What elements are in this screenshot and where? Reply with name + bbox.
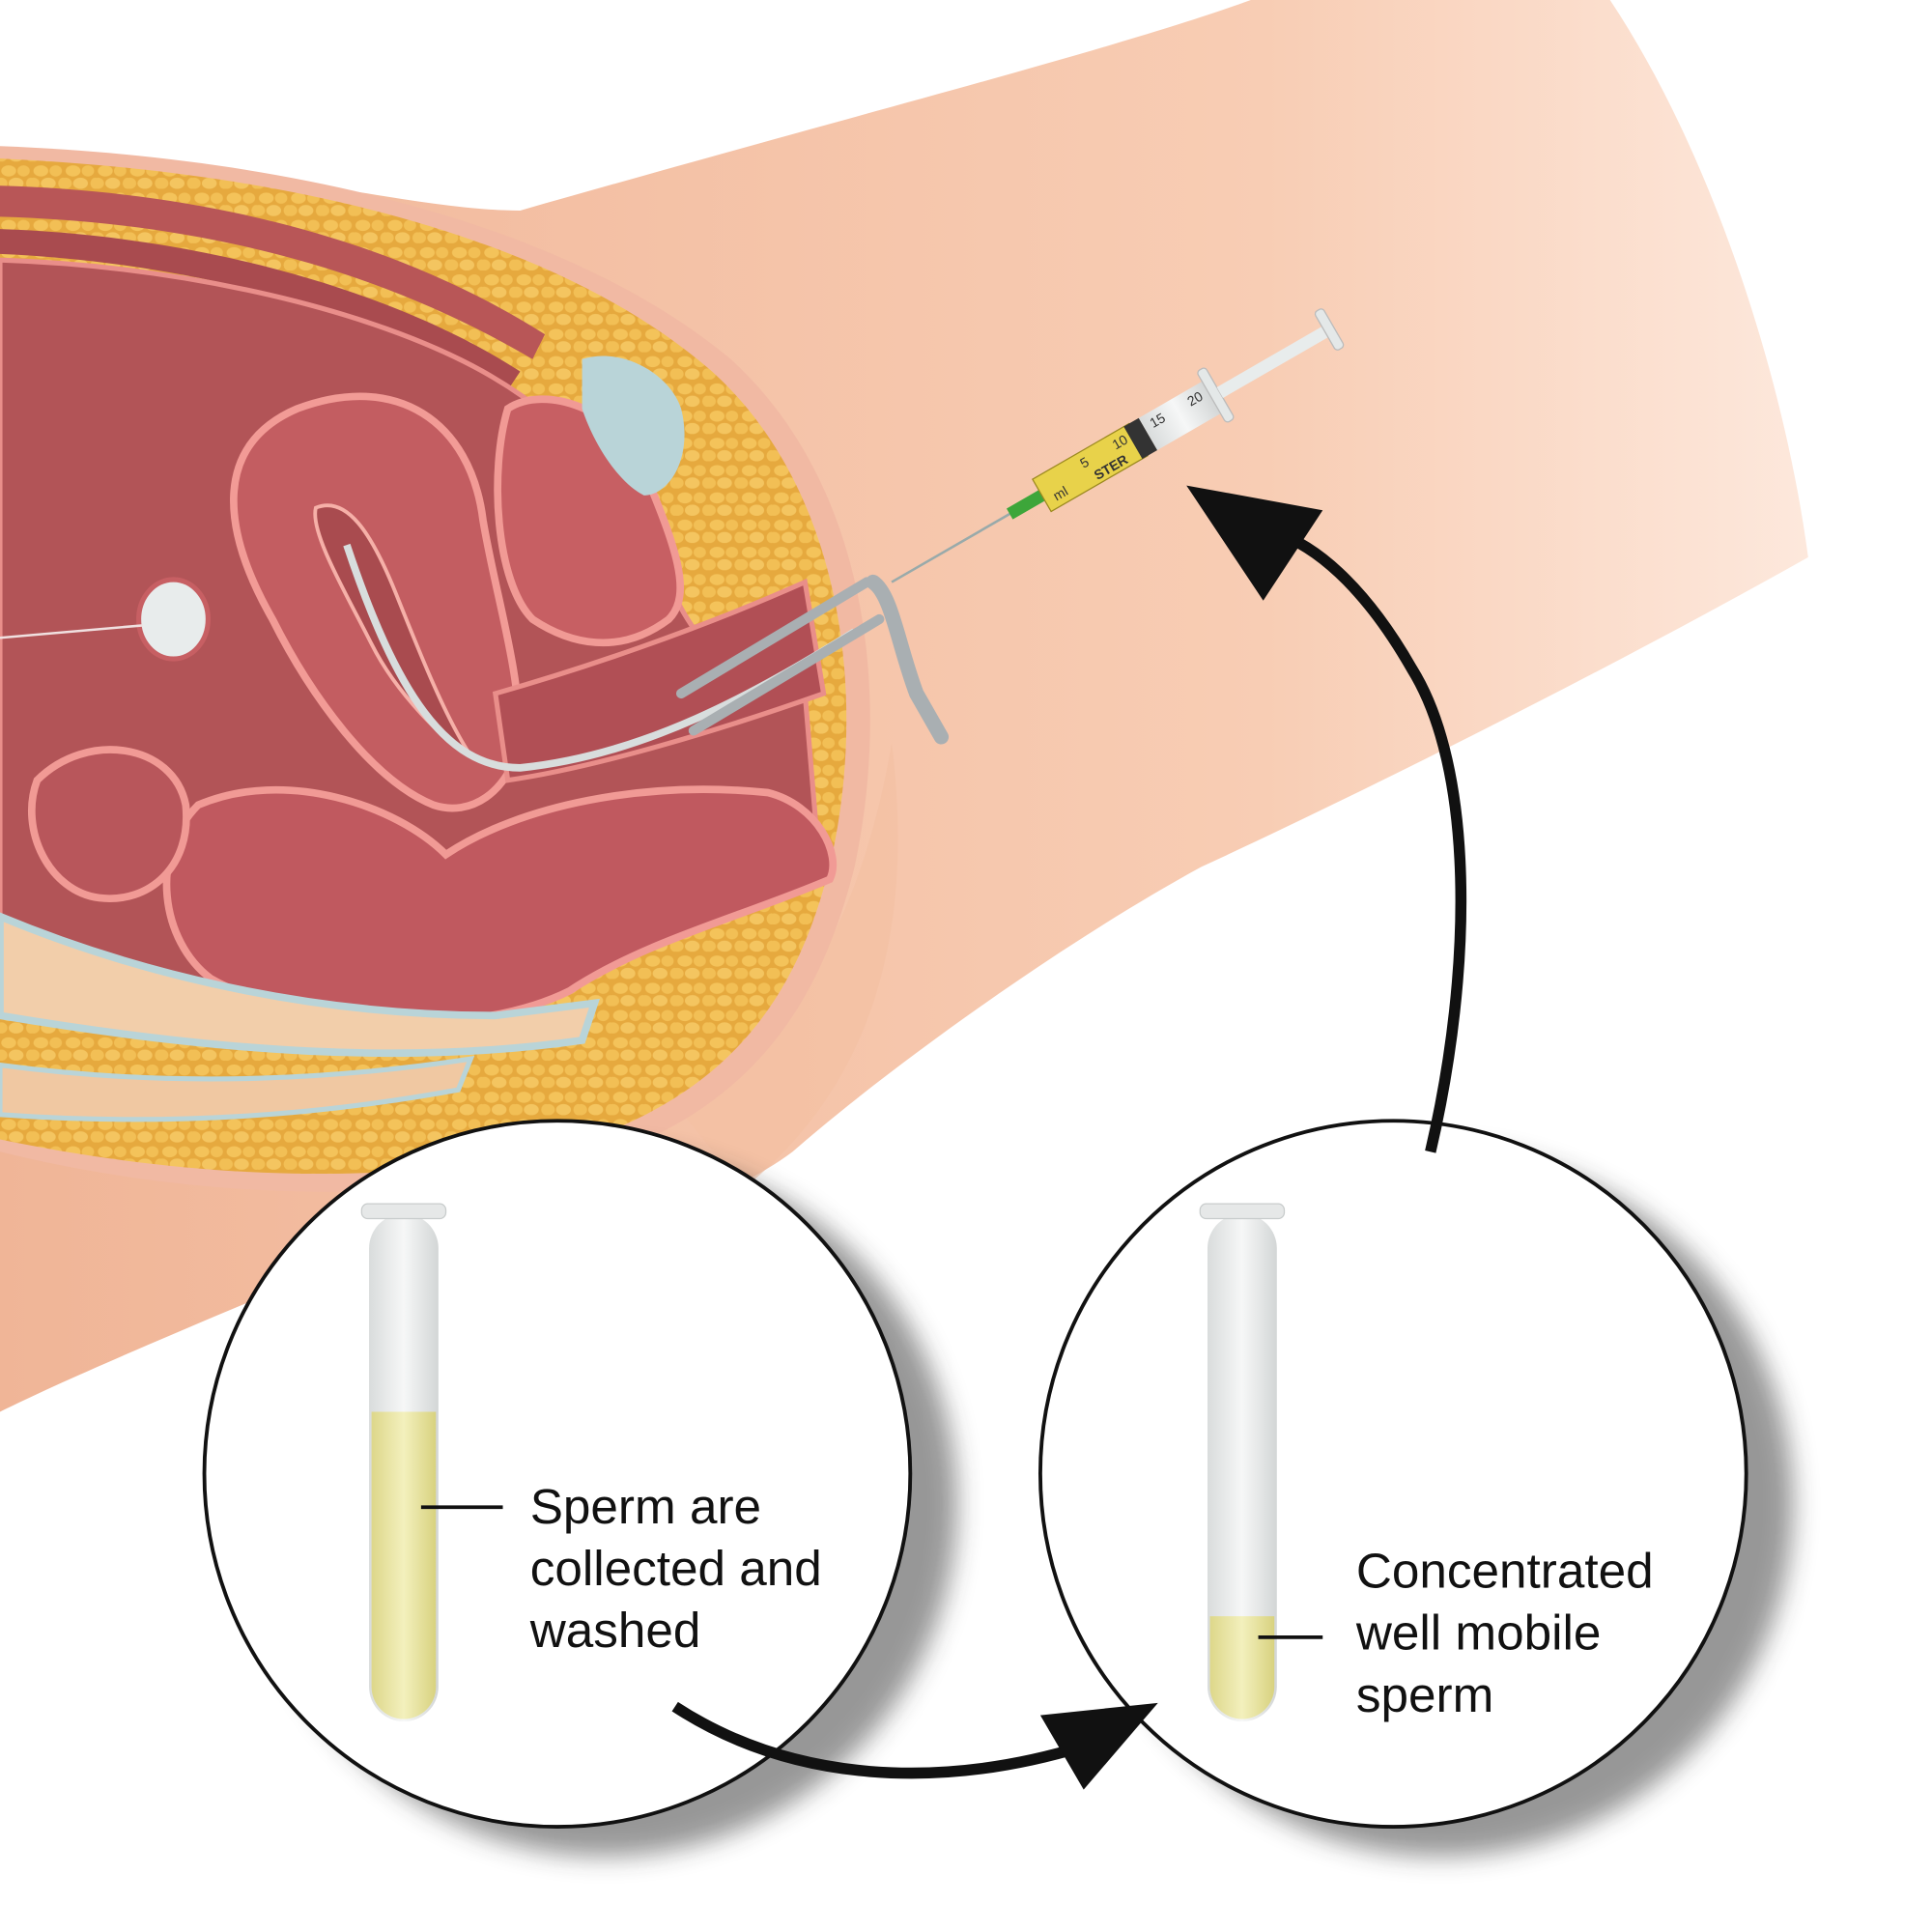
label-concentrated-line1: Concentrated — [1356, 1544, 1654, 1599]
pelvic-cross-section — [0, 146, 870, 1192]
collection-panel: Sperm are collected and washed — [202, 1119, 958, 1857]
test-tube-full — [360, 1203, 447, 1722]
test-tube-concentrated — [1199, 1203, 1286, 1722]
syringe-mark-15: 15 — [1147, 410, 1168, 431]
syringe-unit: ml — [1050, 483, 1070, 503]
label-concentrated-line2: well mobile — [1355, 1605, 1602, 1661]
label-collected-line3: washed — [529, 1603, 701, 1658]
arrow-to-concentrated — [671, 1701, 1158, 1790]
label-concentrated-line3: sperm — [1356, 1667, 1493, 1722]
concentrated-panel: Concentrated well mobile sperm — [1038, 1119, 1794, 1857]
label-collected-line2: collected and — [530, 1541, 822, 1596]
speculum — [676, 574, 950, 745]
syringe-mark-10: 10 — [1109, 432, 1130, 453]
syringe: ml 5 10 15 20 STER — [891, 308, 1345, 583]
syringe-mark-20: 20 — [1184, 388, 1206, 410]
arrow-to-syringe — [1186, 485, 1467, 1153]
label-collected-line1: Sperm are — [530, 1479, 761, 1534]
